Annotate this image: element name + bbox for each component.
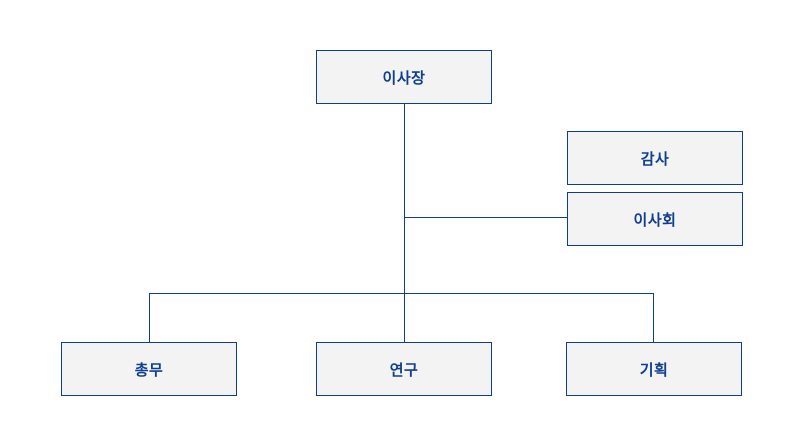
connector-board-horizontal [404,217,568,218]
node-audit: 감사 [567,131,743,185]
connector-departments-horizontal [149,293,654,294]
node-board-label: 이사회 [633,210,677,229]
connector-chairman-vertical [404,103,405,293]
node-chairman: 이사장 [316,50,492,104]
connector-research-vertical [404,293,405,343]
node-planning-label: 기획 [639,360,669,379]
connector-planning-vertical [653,293,654,343]
node-research: 연구 [316,342,492,396]
node-general-affairs: 총무 [61,342,237,396]
node-chairman-label: 이사장 [382,68,426,87]
node-planning: 기획 [566,342,742,396]
connector-general-affairs-vertical [149,293,150,343]
node-audit-label: 감사 [640,149,670,168]
node-research-label: 연구 [389,360,419,379]
node-board: 이사회 [567,192,743,246]
node-general-affairs-label: 총무 [134,360,164,379]
